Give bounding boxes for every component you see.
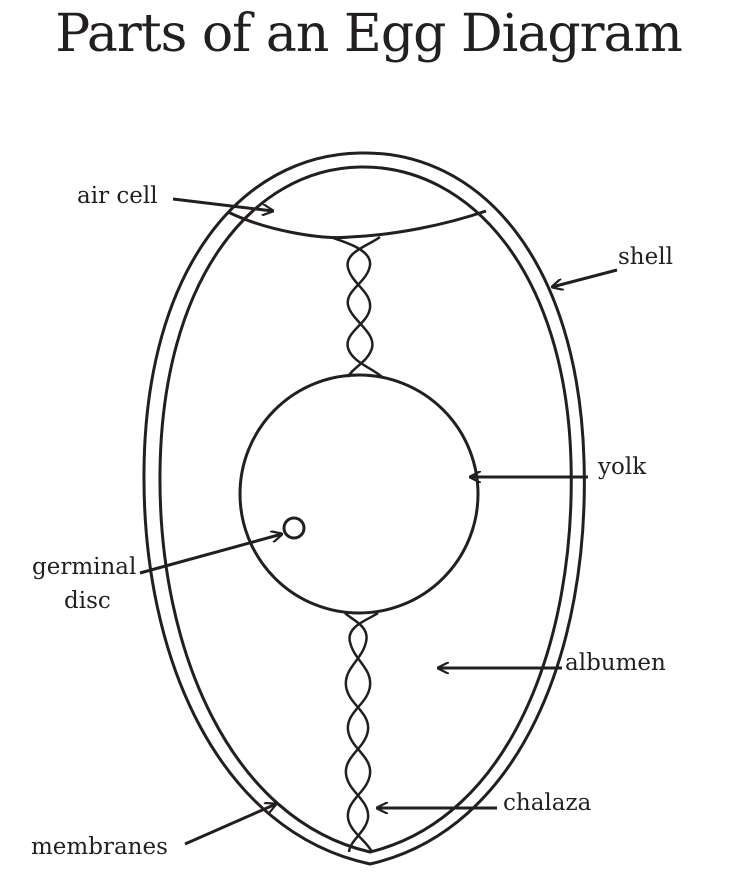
label-chalaza: chalaza — [503, 790, 592, 816]
lower-chalaza — [344, 611, 379, 853]
germinal-disc-circle — [282, 516, 306, 540]
label-air-cell: air cell — [77, 183, 158, 209]
egg-membrane-outline — [158, 165, 573, 854]
membranes-arrow — [184, 804, 276, 846]
label-yolk: yolk — [597, 454, 647, 480]
label-shell: shell — [618, 244, 673, 270]
germinal-disc-arrow — [139, 534, 282, 575]
air-cell-arrow — [172, 197, 273, 211]
air-cell-boundary — [227, 209, 487, 239]
label-disc: disc — [64, 588, 111, 614]
shell-arrow — [552, 268, 618, 287]
page-title: Parts of an Egg Diagram — [55, 4, 683, 64]
label-albumen: albumen — [565, 650, 666, 676]
upper-chalaza — [329, 235, 383, 378]
yolk-circle — [238, 373, 480, 615]
egg-shell-outline — [142, 151, 586, 866]
label-germinal: germinal — [32, 554, 136, 580]
label-membranes: membranes — [31, 834, 168, 860]
